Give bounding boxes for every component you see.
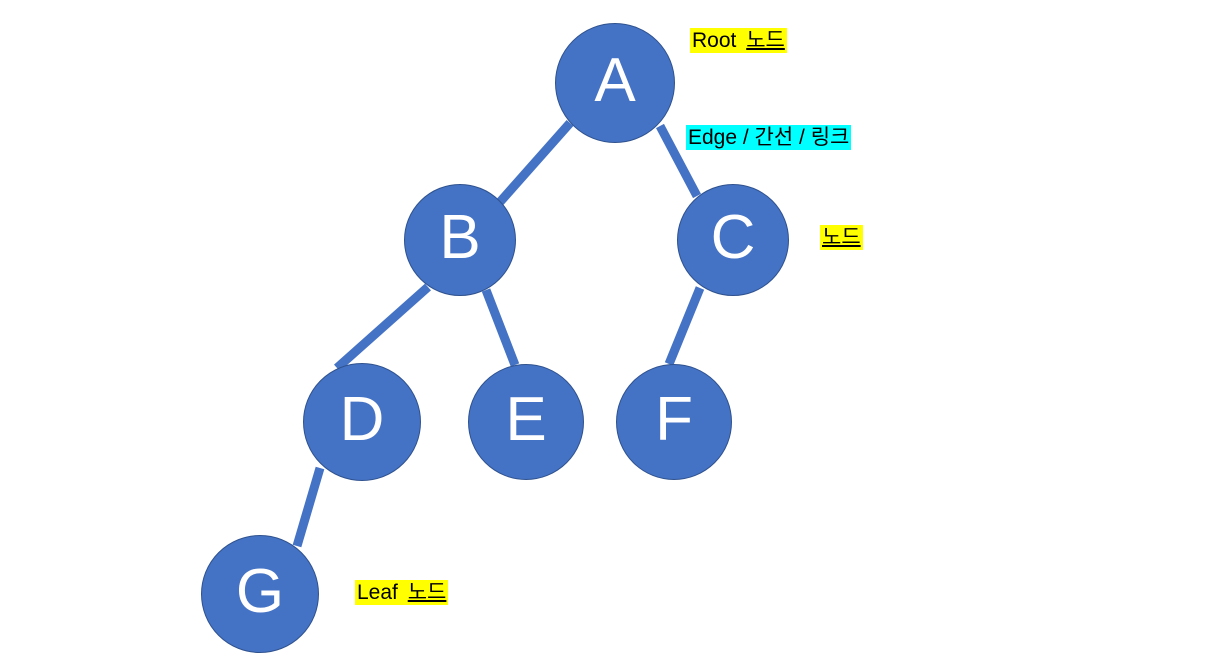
node-label-f: F xyxy=(655,385,693,454)
tree-node-a[interactable]: A xyxy=(555,23,675,143)
edge-d-g xyxy=(292,466,325,548)
edge-a-c xyxy=(656,123,701,199)
root-node-label: Root 노드 xyxy=(690,27,787,55)
tree-node-d[interactable]: D xyxy=(303,363,421,481)
node-label-g: G xyxy=(235,557,285,626)
node-label-part: 노드 xyxy=(820,225,863,250)
node-label-d: D xyxy=(339,385,385,454)
node-label-a: A xyxy=(594,46,636,115)
edge-label-part: Edge / 간선 / 링크 xyxy=(686,125,852,150)
edge-c-f xyxy=(664,286,705,366)
edge-b-e xyxy=(481,288,520,367)
leaf-node-label-part: 노드 xyxy=(405,580,449,605)
node-label-e: E xyxy=(505,385,547,454)
node-label: 노드 xyxy=(820,224,863,252)
leaf-node-label-part: Leaf xyxy=(355,580,406,605)
edge-b-d xyxy=(334,283,431,372)
node-label-c: C xyxy=(710,203,756,272)
leaf-node-label: Leaf 노드 xyxy=(355,579,449,607)
root-node-label-part: 노드 xyxy=(744,28,787,53)
tree-node-g[interactable]: G xyxy=(201,535,319,653)
root-node-label-part: Root xyxy=(690,28,745,53)
tree-node-b[interactable]: B xyxy=(404,184,516,296)
node-label-b: B xyxy=(439,203,481,272)
edge-a-b xyxy=(496,120,574,205)
tree-node-c[interactable]: C xyxy=(677,184,789,296)
edge-label: Edge / 간선 / 링크 xyxy=(686,124,852,152)
tree-node-f[interactable]: F xyxy=(616,364,732,480)
tree-node-e[interactable]: E xyxy=(468,364,584,480)
